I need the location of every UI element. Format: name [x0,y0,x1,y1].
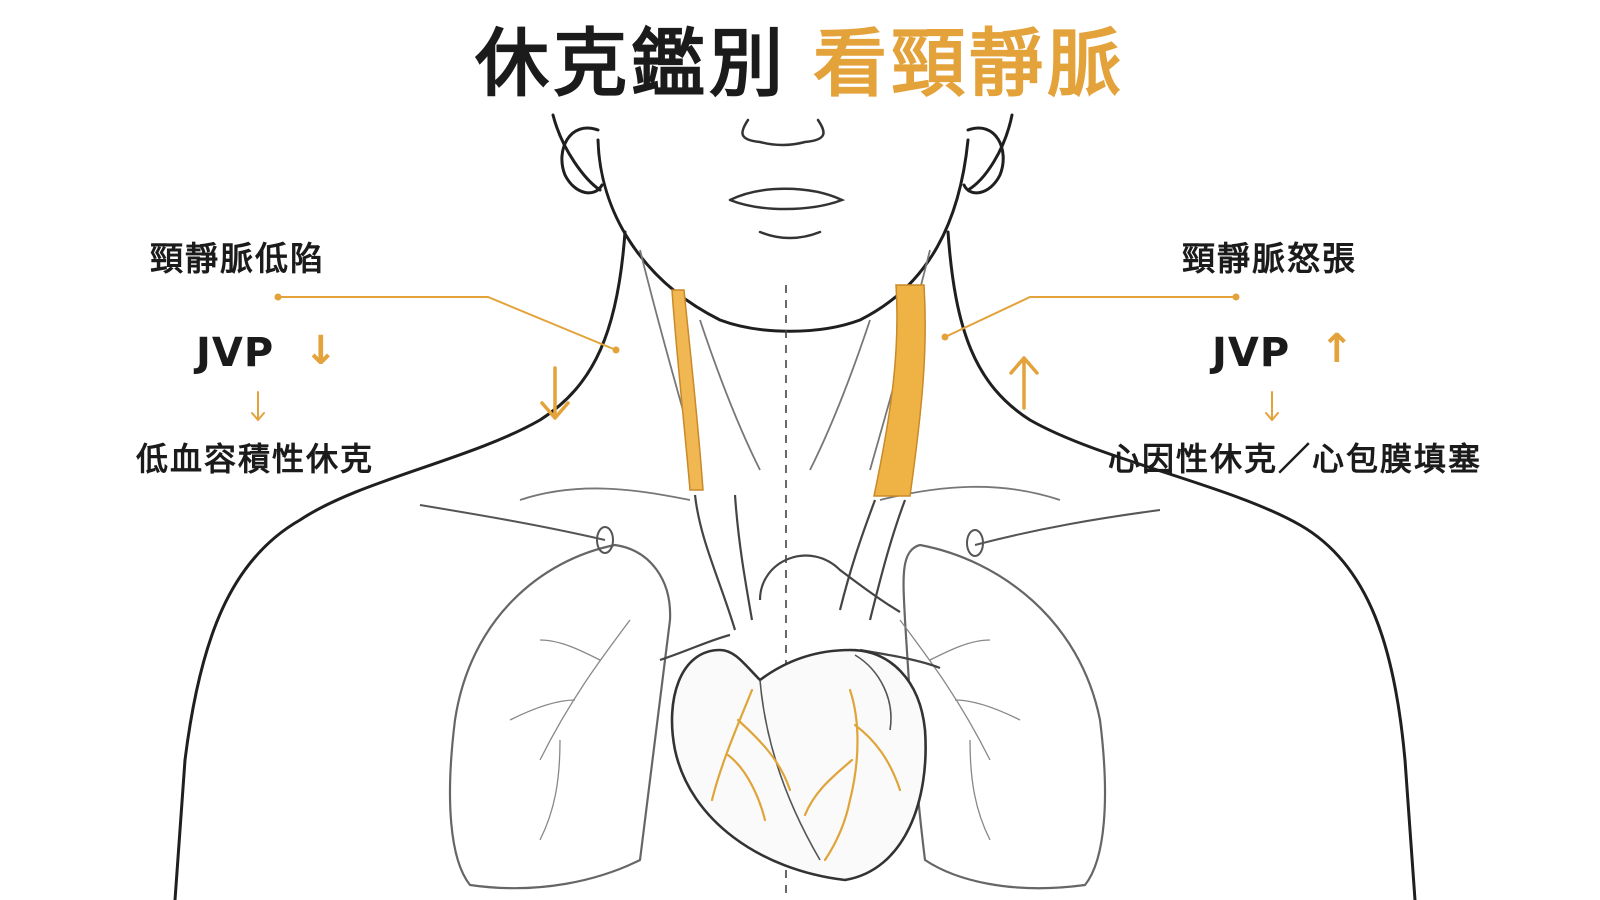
right-jugular-vein-distended [873,284,926,497]
left-shoulder-outline [173,230,627,900]
left-face-edge [551,113,602,192]
left-jvp-label: JVP [196,330,275,376]
title-part-2: 看頸靜脈 [813,21,1125,107]
left-lung [448,543,672,890]
left-ear [560,126,604,195]
mouth [728,187,846,211]
left-jugular-vein-flat [671,289,704,491]
left-leader-line [278,296,617,351]
right-jvp-up-arrow-icon: ↑ [1320,326,1355,372]
page-title: 休克鑑別看頸靜脈 [0,14,1600,114]
right-ear [962,126,1005,195]
left-neck-down-arrow-icon [540,366,570,420]
right-connector-arrow-icon [1265,391,1279,422]
jaw-outline [596,138,970,333]
right-face-edge [966,113,1014,192]
left-connector-arrow-icon [251,391,265,422]
right-lung [902,543,1107,890]
right-shoulder-outline [946,230,1417,900]
right-leader-line [944,296,1236,338]
chin-line [758,230,822,240]
heart [670,648,927,882]
left-heading: 頸靜脈低陷 [150,239,325,278]
right-result: 心因性休克／心包膜填塞 [1108,440,1483,478]
title-part-1: 休克鑑別 [475,21,787,107]
nose [741,118,825,147]
left-result: 低血容積性休克 [136,440,375,478]
left-jvp-down-arrow-icon: ↓ [304,328,339,374]
right-neck-up-arrow-icon [1009,356,1039,410]
right-heading: 頸靜脈怒張 [1182,239,1357,278]
right-jvp-label: JVP [1212,330,1291,376]
